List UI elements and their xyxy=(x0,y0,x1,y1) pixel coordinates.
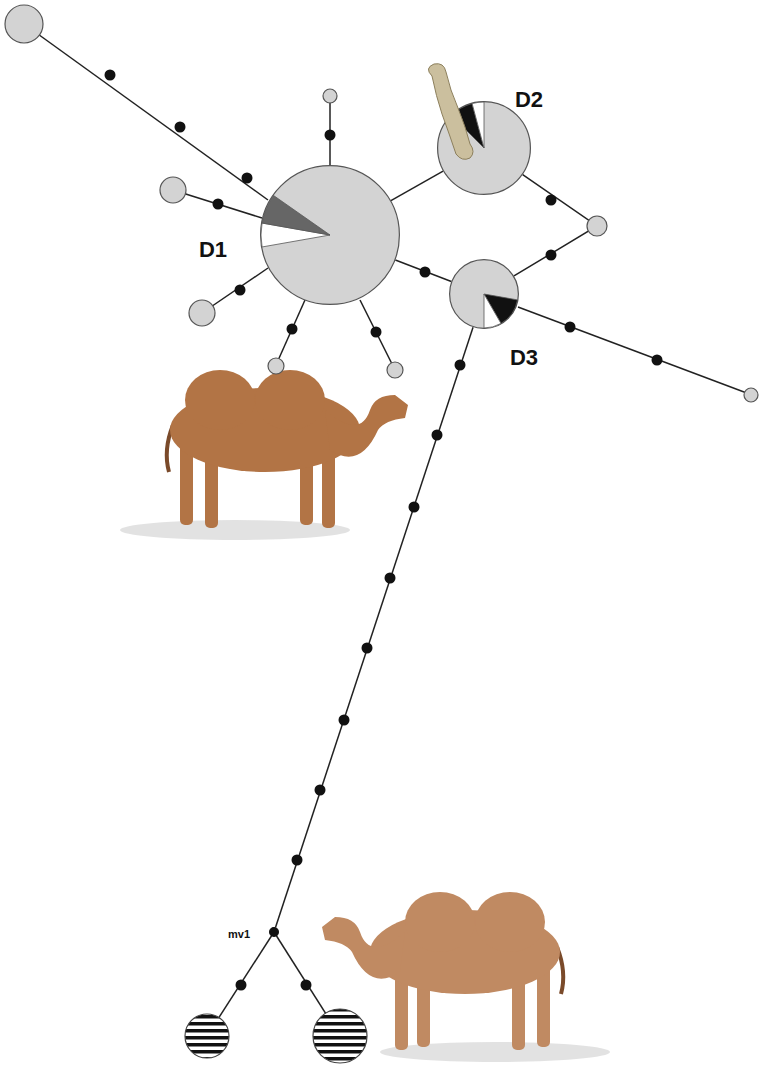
haplotype-circle xyxy=(323,89,337,103)
mutation-dot xyxy=(420,267,431,278)
haplotype-circle xyxy=(268,358,284,374)
mutation-dot xyxy=(213,199,224,210)
node-shape xyxy=(437,101,531,195)
haplotype-circle xyxy=(160,177,186,203)
mutation-dot xyxy=(652,355,663,366)
mutation-dot xyxy=(236,980,247,991)
branch-line xyxy=(276,300,305,365)
mutation-dot xyxy=(315,785,326,796)
network-branch xyxy=(395,260,451,281)
mutation-dots xyxy=(105,70,663,991)
haplotype-node: D2 xyxy=(437,101,531,195)
mutation-dot xyxy=(432,430,443,441)
mutation-dot xyxy=(546,250,557,261)
branch-line xyxy=(173,190,262,218)
pie-slice xyxy=(262,195,330,235)
haplotype-circle xyxy=(270,928,279,937)
mutation-dot xyxy=(339,715,350,726)
haplotype-circle xyxy=(387,362,403,378)
haplotype-circle xyxy=(189,300,215,326)
mutation-dot xyxy=(242,173,253,184)
haplotype-node: D1 xyxy=(260,165,400,305)
camel-picture xyxy=(120,370,408,540)
node-shape xyxy=(260,165,400,305)
mutation-dot xyxy=(301,980,312,991)
node-shape xyxy=(269,927,279,937)
wild-haplotypes xyxy=(185,1009,367,1063)
haplotype-label: D2 xyxy=(515,89,543,111)
mutation-dot xyxy=(546,195,557,206)
mutation-dot xyxy=(292,855,303,866)
mutation-dot xyxy=(565,322,576,333)
network-branches xyxy=(24,24,752,1036)
node-shape xyxy=(449,259,519,329)
network-branch xyxy=(514,175,597,276)
haplotype-label: mv1 xyxy=(228,929,250,940)
haplotype-label: D1 xyxy=(199,239,227,261)
haplotype-circles xyxy=(5,5,758,402)
mutation-dot xyxy=(455,360,466,371)
branch-line xyxy=(24,24,268,200)
branch-line xyxy=(518,307,752,395)
pie-slice xyxy=(484,294,501,328)
mutation-dot xyxy=(175,122,186,133)
pie-slice xyxy=(472,102,484,148)
network-branch xyxy=(391,171,443,200)
branch-line xyxy=(360,300,395,370)
haplotype-node: D3 xyxy=(449,259,519,329)
haplotype-circle xyxy=(261,166,400,305)
haplotype-circle xyxy=(5,5,43,43)
median-vector: mv1 xyxy=(269,927,279,937)
mutation-dot xyxy=(371,327,382,338)
mutation-dot xyxy=(385,573,396,584)
mutation-dot xyxy=(287,324,298,335)
bone-picture xyxy=(428,64,473,160)
mutation-dot xyxy=(235,285,246,296)
mutation-dot xyxy=(409,502,420,513)
haplotype-circle xyxy=(744,388,758,402)
mutation-dot xyxy=(362,643,373,654)
mutation-dot xyxy=(325,130,336,141)
haplotype-circle xyxy=(587,216,607,236)
striped-circle xyxy=(313,1009,367,1063)
striped-circle xyxy=(185,1014,229,1058)
haplotype-circle xyxy=(450,260,519,329)
mutation-dot xyxy=(105,70,116,81)
haplotype-label: D3 xyxy=(510,347,538,369)
